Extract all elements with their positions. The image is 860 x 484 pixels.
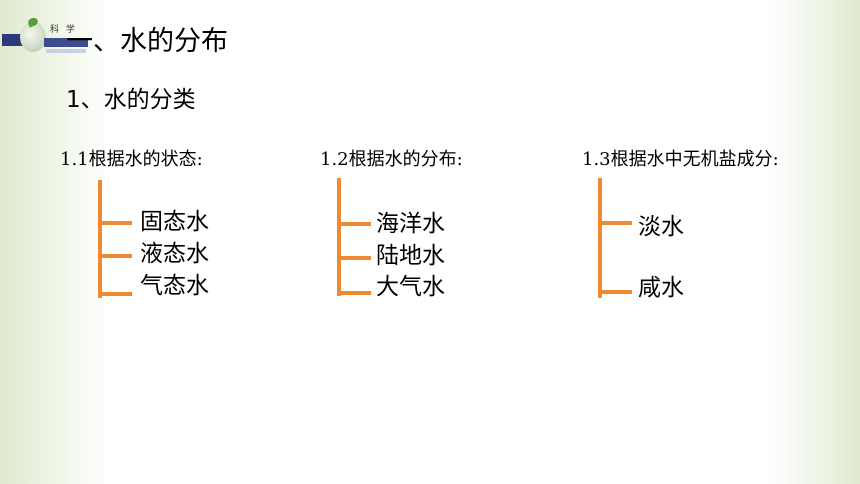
group-heading-salt: 1.3根据水中无机盐成分: bbox=[582, 149, 779, 170]
bracket-branch-salt-2 bbox=[598, 290, 632, 294]
bracket-vertical-distribution bbox=[337, 178, 341, 296]
bracket-branch-distribution-1 bbox=[337, 222, 371, 226]
item-gaseous-water: 气态水 bbox=[140, 273, 209, 299]
bracket-branch-distribution-3 bbox=[337, 291, 371, 295]
bracket-branch-state-1 bbox=[98, 221, 132, 225]
item-land-water: 陆地水 bbox=[376, 243, 445, 269]
bracket-branch-state-2 bbox=[98, 254, 132, 258]
textbook-logo: 科 学 bbox=[2, 16, 112, 58]
logo-strip bbox=[44, 38, 88, 47]
left-background-gradient bbox=[0, 0, 110, 484]
item-fresh-water: 淡水 bbox=[638, 214, 684, 240]
item-liquid-water: 液态水 bbox=[140, 241, 209, 267]
logo-globe-icon bbox=[20, 22, 46, 52]
bracket-vertical-state bbox=[98, 180, 102, 298]
item-ocean-water: 海洋水 bbox=[376, 211, 445, 237]
item-solid-water: 固态水 bbox=[140, 209, 209, 235]
logo-strip-secondary bbox=[46, 49, 86, 53]
item-atmospheric-water: 大气水 bbox=[376, 274, 445, 300]
bracket-branch-salt-1 bbox=[598, 221, 632, 225]
bracket-vertical-salt bbox=[598, 178, 602, 298]
bracket-branch-distribution-2 bbox=[337, 256, 371, 260]
group-heading-state: 1.1根据水的状态: bbox=[60, 149, 203, 170]
item-salt-water: 咸水 bbox=[638, 275, 684, 301]
subsection-title: 1、水的分类 bbox=[66, 87, 196, 113]
group-heading-distribution: 1.2根据水的分布: bbox=[320, 149, 463, 170]
bracket-branch-state-3 bbox=[98, 292, 132, 296]
right-background-gradient bbox=[770, 0, 860, 484]
logo-text: 科 学 bbox=[50, 25, 77, 35]
section-title: 一、水的分布 bbox=[66, 26, 228, 57]
